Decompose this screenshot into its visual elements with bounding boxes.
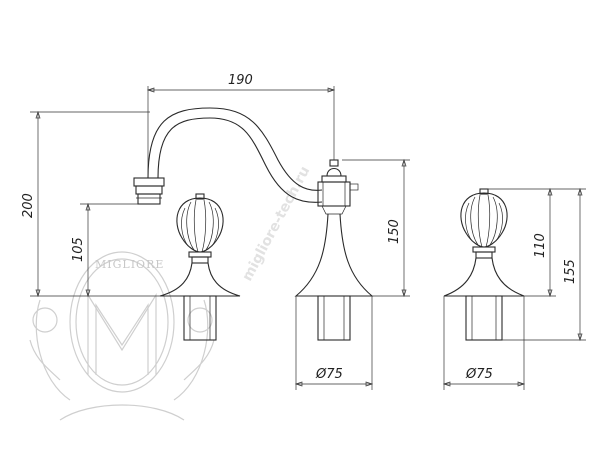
spout-body (133, 107, 374, 341)
dim-label-handle-total: 155 (563, 259, 578, 284)
dim-label-spout-reach: 190 (228, 73, 253, 88)
dimension-lines (30, 86, 586, 390)
dim-label-body-height: 150 (387, 219, 402, 244)
dim-label-total-height: 200 (21, 193, 36, 218)
dim-label-diameter-center: Ø75 (315, 367, 343, 382)
right-handle (443, 188, 525, 341)
dim-label-diameter-right: Ø75 (465, 367, 493, 382)
watermark-brand: MIGLIORE (95, 258, 164, 271)
watermark-logo: MIGLIORE (29, 251, 215, 421)
dim-label-handle-height: 110 (533, 233, 548, 258)
dim-label-spout-height: 105 (71, 237, 86, 262)
watermark-site: migliore-tech.ru (239, 164, 313, 284)
left-handle (159, 193, 241, 341)
